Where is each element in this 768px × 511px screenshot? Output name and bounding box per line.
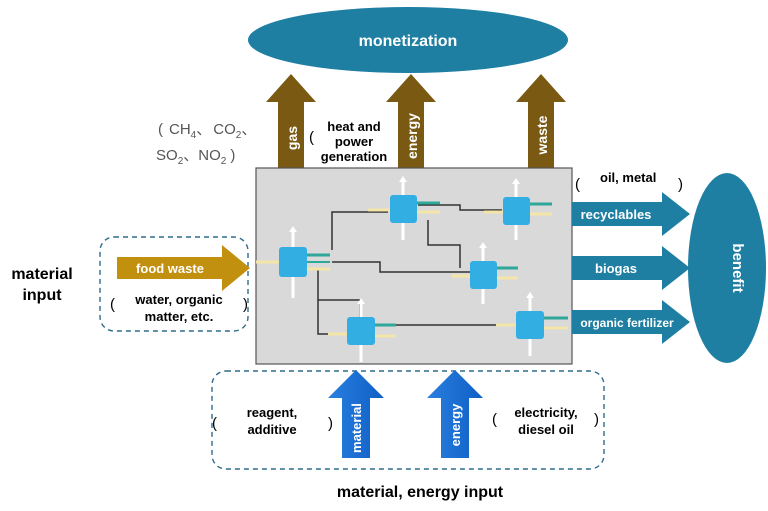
biogas-label: biogas (595, 261, 637, 276)
bottom-input-dashed-box (211, 370, 605, 470)
organic-fertilizer-arrow: organic fertilizer (572, 300, 690, 344)
recyclables-arrow: recyclables (572, 192, 690, 236)
energy-output-arrow: energy (386, 74, 436, 168)
svg-text:(: ( (575, 176, 580, 193)
svg-text:generation: generation (321, 149, 388, 164)
svg-text:(: ( (212, 415, 217, 432)
svg-text:additive: additive (247, 422, 296, 437)
emissions-text: (CH4、CO2、 SO2、NO2) (156, 121, 256, 167)
svg-text:SO2、NO2): SO2、NO2) (156, 147, 235, 167)
svg-text:oil, metal: oil, metal (600, 170, 656, 185)
svg-text:(CH4、CO2、: (CH4、CO2、 (158, 121, 256, 141)
svg-text:diesel oil: diesel oil (518, 422, 574, 437)
food-waste-label: food waste (136, 261, 204, 276)
process-unit-5 (328, 298, 396, 362)
svg-text:(: ( (492, 411, 497, 428)
waste-arrow: waste (516, 74, 566, 168)
monetization-label: monetization (359, 33, 458, 50)
process-unit-1 (256, 226, 330, 298)
svg-text:power: power (335, 134, 373, 149)
bottom-caption: material, energy input (337, 484, 504, 501)
svg-text:material: material (11, 266, 72, 283)
gas-arrow: gas (266, 74, 316, 168)
material-input-arrow: material (328, 370, 384, 458)
energy-output-label: energy (404, 113, 420, 159)
svg-text:(: ( (309, 129, 314, 146)
process-unit-6 (496, 292, 568, 356)
monetization-ellipse (248, 7, 568, 73)
benefit-ellipse (688, 173, 766, 363)
water-organic-text: ( water, organic matter, etc. ) (110, 292, 248, 324)
svg-text:heat and: heat and (327, 119, 381, 134)
svg-text:): ) (678, 176, 683, 193)
reagent-text: ( reagent, additive ) (212, 405, 333, 437)
material-arrow-label: material (349, 403, 364, 453)
svg-text:input: input (22, 287, 62, 304)
energy-input-arrow: energy (427, 370, 483, 458)
gas-label: gas (284, 126, 300, 150)
electricity-text: ( electricity, diesel oil ) (492, 405, 599, 437)
oil-metal-text: ( oil, metal ) (575, 170, 683, 193)
svg-text:reagent,: reagent, (247, 405, 298, 420)
energy-arrow-label: energy (448, 403, 463, 446)
biogas-arrow: biogas (572, 246, 690, 290)
svg-text:electricity,: electricity, (514, 405, 577, 420)
food-waste-arrow: food waste (117, 245, 250, 291)
waste-label: waste (534, 115, 550, 155)
organic-fertilizer-label: organic fertilizer (580, 316, 674, 330)
process-unit-3 (484, 178, 552, 240)
svg-text:): ) (594, 411, 599, 428)
heat-power-text: ( heat and power generation (309, 119, 387, 164)
process-unit-4 (452, 242, 518, 304)
left-input-dashed-box (99, 236, 249, 332)
svg-text:): ) (243, 296, 248, 313)
material-input-label: material input (11, 266, 72, 304)
svg-text:): ) (328, 415, 333, 432)
recyclables-label: recyclables (581, 207, 652, 222)
process-unit-2 (368, 176, 440, 240)
svg-text:water, organic: water, organic (134, 292, 222, 307)
benefit-label: benefit (729, 243, 746, 292)
svg-text:matter, etc.: matter, etc. (145, 309, 214, 324)
process-pipes (317, 204, 516, 335)
svg-text:(: ( (110, 296, 115, 313)
